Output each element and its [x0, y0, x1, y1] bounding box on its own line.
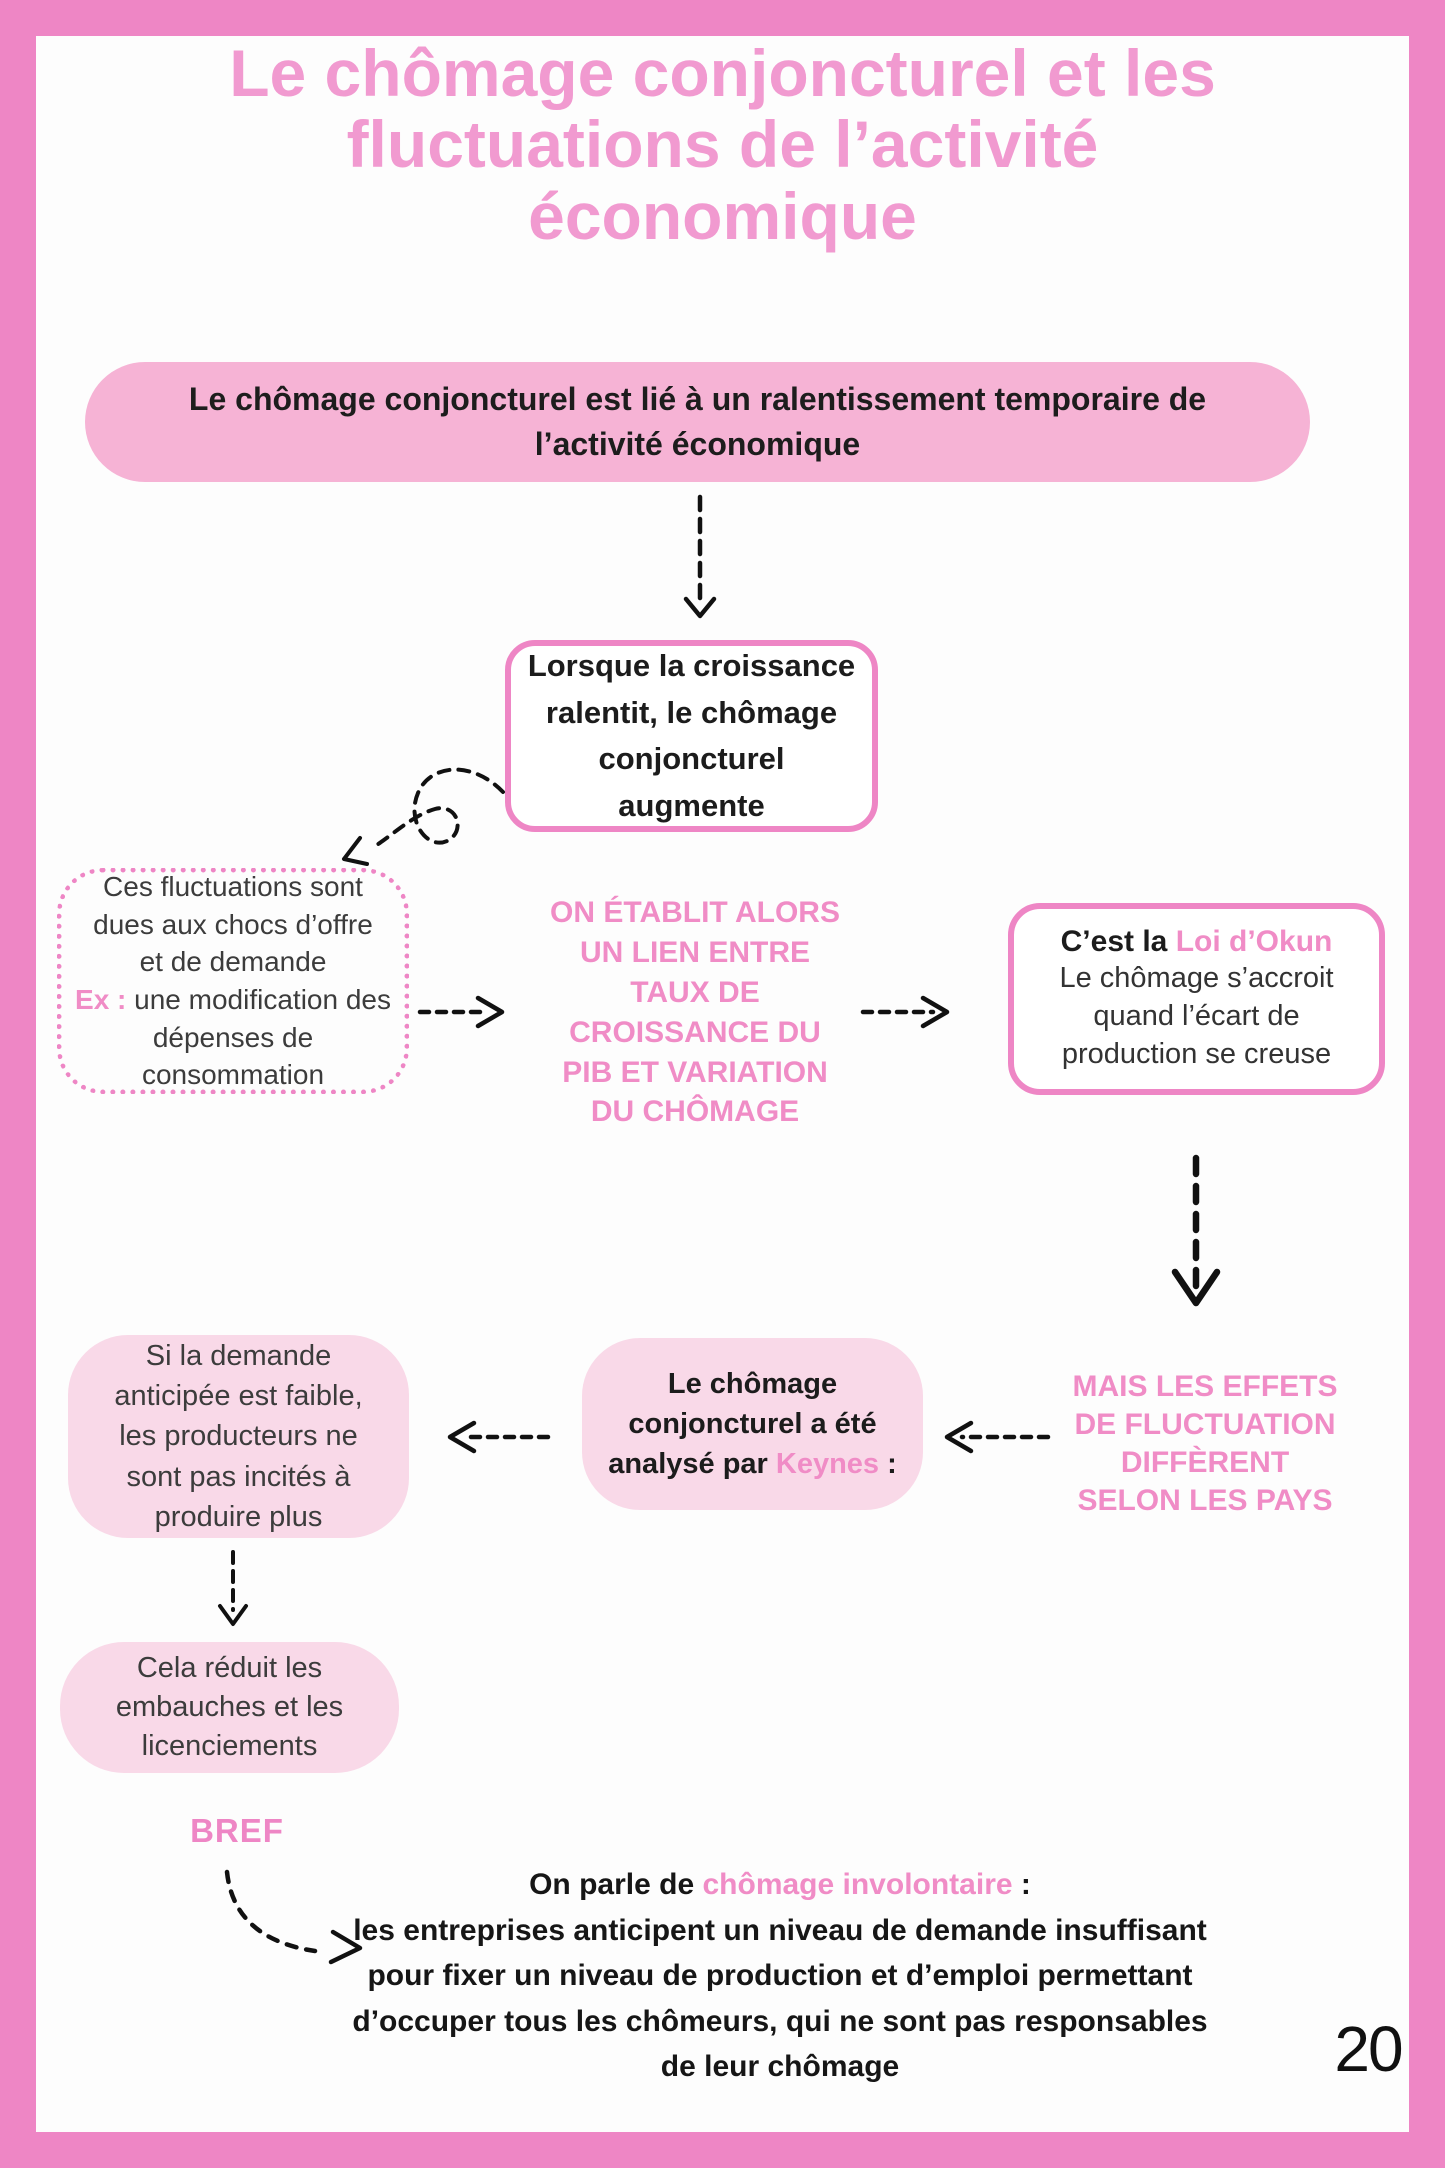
demande-node-text: Si la demande anticipée est faible, les …: [114, 1340, 363, 1533]
intro-node: Le chômage conjoncturel est lié à un ral…: [85, 362, 1310, 482]
okun-heading-pre: C’est la: [1060, 924, 1176, 958]
arrow-effets-to-keynes-icon: [944, 1420, 1051, 1454]
arrow-okun-to-effets-icon: [1171, 1154, 1221, 1307]
embauches-node-text: Cela réduit les embauches et les licenci…: [115, 1651, 344, 1763]
keynes-line3: analysé par Keynes :: [608, 1448, 897, 1480]
croissance-node: Lorsque la croissance ralentit, le chôma…: [505, 640, 878, 832]
conclusion-body: les entreprises anticipent un niveau de …: [352, 1913, 1208, 2084]
arrow-demande-to-embauches-icon: [218, 1550, 248, 1626]
okun-body-text: Le chômage s’accroit quand l’écart de pr…: [1059, 961, 1334, 1071]
embauches-node: Cela réduit les embauches et les licenci…: [60, 1642, 399, 1773]
arrow-fluctuations-to-lien-icon: [417, 995, 505, 1029]
lien-pib-chomage-text: ON ÉTABLIT ALORS UN LIEN ENTRE TAUX DE C…: [550, 896, 840, 1129]
arrow-loop-to-fluctuations-icon: [342, 767, 505, 866]
fluctuations-node: Ces fluctuations sont dues aux chocs d’o…: [57, 868, 409, 1094]
page-number: 20: [1334, 2013, 1403, 2085]
keynes-line2: conjoncturel a été: [628, 1407, 877, 1440]
conclusion-highlight: chômage involontaire: [702, 1868, 1013, 1901]
arrow-lien-to-okun-icon: [860, 995, 950, 1029]
fluctuations-node-example: Ex : une modification des dépenses de co…: [72, 981, 394, 1094]
effets-pays-text: MAIS LES EFFETS DE FLUCTUATION DIFFÈRENT…: [1072, 1370, 1338, 1518]
arrow-keynes-to-demande-icon: [447, 1420, 551, 1454]
arrow-intro-to-croissance-icon: [683, 494, 717, 619]
okun-node: C’est la Loi d’Okun Le chômage s’accroit…: [1008, 903, 1385, 1095]
example-label: Ex :: [75, 984, 127, 1015]
keynes-line1: Le chômage: [667, 1367, 838, 1400]
example-text: une modification des dépenses de consomm…: [126, 984, 391, 1091]
intro-node-text: Le chômage conjoncturel est lié à un ral…: [188, 381, 1207, 462]
croissance-node-text: Lorsque la croissance ralentit, le chôma…: [527, 648, 856, 823]
bref-label: BREF: [190, 1812, 284, 1849]
demande-node: Si la demande anticipée est faible, les …: [68, 1335, 409, 1538]
conclusion-block: On parle de chômage involontaire : les e…: [250, 1862, 1310, 2090]
okun-heading: C’est la Loi d’Okun: [1061, 925, 1333, 959]
fluctuations-node-text: Ces fluctuations sont dues aux chocs d’o…: [93, 871, 373, 978]
conclusion-heading: On parle de chômage involontaire :: [529, 1868, 1031, 1901]
okun-heading-highlight: Loi d’Okun: [1175, 924, 1333, 958]
page-title: Le chômage conjoncturel et les fluctuati…: [229, 36, 1216, 253]
keynes-highlight: Keynes: [775, 1448, 880, 1480]
keynes-node: Le chômage conjoncturel a été analysé pa…: [582, 1338, 923, 1510]
